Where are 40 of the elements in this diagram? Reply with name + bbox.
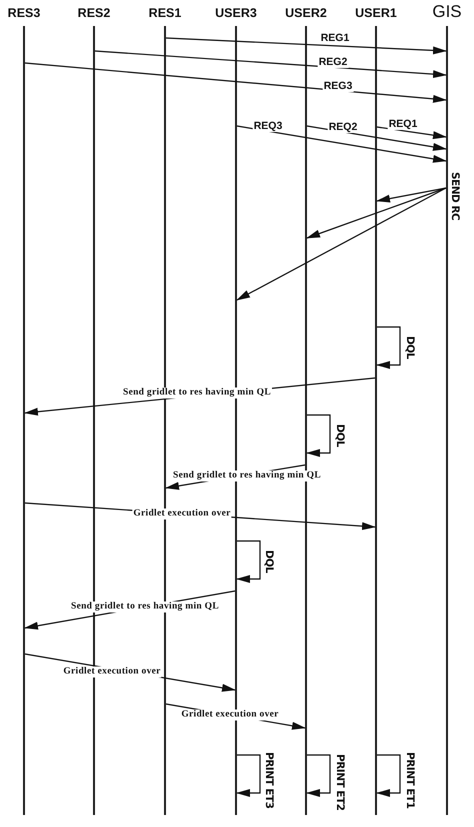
edge-label: REG1 <box>320 32 350 44</box>
message-arrow <box>306 187 446 239</box>
self-message-arrow <box>306 414 331 457</box>
edge-label: DQL <box>263 550 275 573</box>
self-message-arrow <box>376 754 401 797</box>
message-arrow <box>236 125 447 163</box>
edge-label: Gridlet execution over <box>62 666 162 678</box>
message-arrow <box>236 187 446 301</box>
self-message-arrow <box>376 326 401 369</box>
lifeline-name: RES1 <box>148 5 182 22</box>
edge-label: REQ3 <box>252 120 284 132</box>
lifeline-name: RES2 <box>78 5 110 22</box>
edge-label: PRINT ET3 <box>263 752 275 808</box>
message-arrow <box>376 187 446 203</box>
edge-label: REQ1 <box>388 118 418 130</box>
message-arrow <box>94 50 447 78</box>
lifeline-name: USER1 <box>355 5 397 22</box>
self-message-arrow <box>236 754 261 797</box>
edge-label: Send gridlet to res having min QL <box>122 388 272 398</box>
message-arrow <box>166 37 447 54</box>
lifeline-name: USER3 <box>215 5 257 22</box>
self-message-arrow <box>236 540 261 583</box>
self-message-arrow <box>306 754 331 797</box>
lifeline-name: GIS <box>432 2 462 22</box>
edge-label: Gridlet execution over <box>132 508 232 520</box>
edge-label: Gridlet execution over <box>180 710 280 720</box>
message-arrow <box>24 62 447 103</box>
edge-label: REQ2 <box>328 121 358 133</box>
lifeline-name: USER2 <box>285 5 327 22</box>
edge-label: REG2 <box>318 56 348 68</box>
edge-label: REG3 <box>322 80 354 92</box>
edge-label: Send gridlet to res having min QL <box>172 470 322 482</box>
edge-label: SEND RC <box>449 172 461 220</box>
edge-label: Send gridlet to res having min QL <box>70 602 220 612</box>
edge-label: DQL <box>334 424 346 447</box>
message-arrow <box>376 126 447 140</box>
lifeline-name: RES3 <box>8 5 40 22</box>
edge-label: PRINT ET2 <box>334 754 346 810</box>
edge-label: DQL <box>404 336 416 359</box>
edge-label: PRINT ET1 <box>404 752 416 808</box>
